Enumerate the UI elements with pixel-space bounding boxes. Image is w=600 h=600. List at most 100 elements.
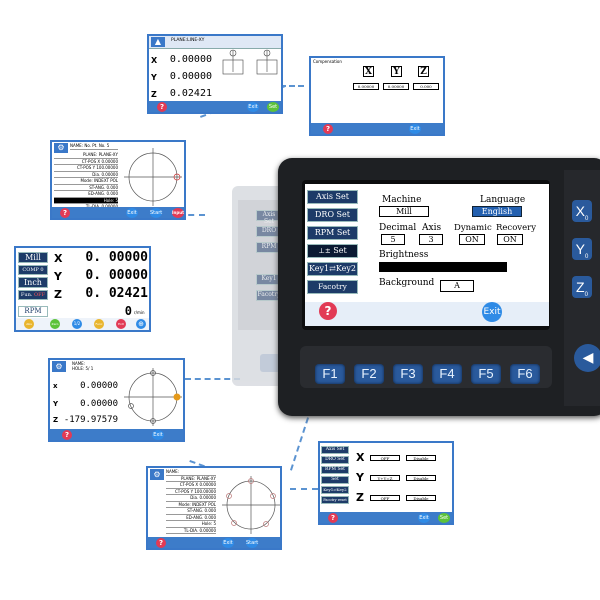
help-icon[interactable]: ? <box>323 124 333 134</box>
target-icon[interactable]: ⊕ <box>136 319 146 329</box>
table-row[interactable]: Hole: 5 <box>166 521 216 528</box>
decimal-value[interactable]: 5 <box>381 234 405 245</box>
language-label: Language <box>480 195 526 205</box>
table-row[interactable]: ST-ANG. 0.000 <box>54 184 118 191</box>
z-axis-key[interactable]: Z0 <box>572 276 592 298</box>
x-axis-key[interactable]: X0 <box>572 200 592 222</box>
as-z-opt2[interactable]: Disable <box>406 495 436 501</box>
comp-value-z[interactable]: 0.000 <box>413 83 439 90</box>
table-row[interactable]: ED-ANG. 0.000 <box>166 515 216 521</box>
table-row[interactable]: Dia. 0.00000 <box>54 172 118 178</box>
gear-icon[interactable]: ⚙ <box>54 143 68 153</box>
mode-rpm[interactable]: RPM <box>18 306 48 317</box>
language-value[interactable]: English <box>472 206 522 217</box>
table-row[interactable]: NAME: <box>166 469 216 476</box>
circle3-start-button[interactable]: Start <box>246 538 259 548</box>
mode-func[interactable]: Fun. OFF <box>18 290 48 300</box>
top-exit-button[interactable]: Exit <box>247 102 259 112</box>
help-icon[interactable]: ? <box>62 430 72 440</box>
table-row[interactable]: Dia. 0.00000 <box>166 495 216 502</box>
x-axis-key-sub: 0 <box>585 215 589 222</box>
gear-icon[interactable]: ⚙ <box>52 361 66 372</box>
table-cell: INDEXT POL <box>94 178 118 183</box>
arrow-left-icon[interactable]: ◀ <box>574 344 600 372</box>
machine-value[interactable]: Mill <box>379 206 429 217</box>
help-icon[interactable]: ? <box>328 513 338 523</box>
background-value[interactable]: A <box>440 280 474 292</box>
circle3-exit-button[interactable]: Exit <box>222 538 234 548</box>
device-menu-factory-reset[interactable]: Facotry reset <box>307 280 358 303</box>
f1-key[interactable]: F1 <box>315 364 345 384</box>
device-menu-set[interactable]: ⊥± Set <box>307 244 358 258</box>
table-row[interactable]: CT-POS Y 100.00000 <box>166 489 216 495</box>
table-row[interactable]: Hole: 5 <box>54 197 118 204</box>
circle1-exit-button[interactable]: Exit <box>126 208 138 218</box>
abs-icon[interactable]: Abs <box>24 319 34 329</box>
help-icon[interactable]: ? <box>60 208 70 218</box>
mode-comp[interactable]: COMP 0 <box>18 265 48 275</box>
table-row[interactable]: TL-DIA. 0.00000 <box>166 528 216 534</box>
comp-value-x[interactable]: 0.00000 <box>353 83 379 90</box>
table-cell: 0.000 <box>106 184 118 190</box>
as-menu-dro-set[interactable]: DRO Set <box>321 456 349 464</box>
circle3-preview <box>222 476 280 534</box>
device-menu-axis-set[interactable]: Axis Set <box>307 190 358 204</box>
table-row[interactable]: CT-POS X 0.00000 <box>166 482 216 489</box>
device-menu-rpm-set[interactable]: RPM Set <box>307 226 358 240</box>
gear-icon[interactable]: ⚙ <box>150 469 164 480</box>
circle1-start-button[interactable]: Start <box>150 208 163 218</box>
f4-key[interactable]: F4 <box>432 364 462 384</box>
top-y-value: 0.00000 <box>169 71 212 82</box>
as-x-opt2[interactable]: Disable <box>406 455 436 461</box>
circle2-exit-button[interactable]: Exit <box>152 430 164 440</box>
dynamic-value[interactable]: ON <box>459 234 485 245</box>
table-row[interactable]: Mode: INDEXT POL <box>54 178 118 185</box>
comp-value-y[interactable]: 0.00000 <box>383 83 409 90</box>
table-row[interactable]: ST-ANG. 0.000 <box>166 508 216 515</box>
f6-key[interactable]: F6 <box>510 364 540 384</box>
as-menu-rpm-set[interactable]: RPM Set <box>321 466 349 474</box>
as-set-button[interactable]: Set <box>438 513 450 523</box>
as-menu-key-swap[interactable]: Key1⇄Key2 <box>321 486 349 494</box>
device-exit-button[interactable]: Exit <box>482 302 502 322</box>
as-z-opt1[interactable]: OFF <box>370 495 400 501</box>
axis-value[interactable]: 3 <box>419 234 443 245</box>
help-icon[interactable]: ? <box>319 302 337 320</box>
recovery-value[interactable]: ON <box>497 234 523 245</box>
help-icon[interactable]: ? <box>156 538 166 548</box>
device-menu-key-swap[interactable]: Key1⇄Key2 <box>307 262 358 276</box>
as-exit-button[interactable]: Exit <box>418 513 430 523</box>
brightness-bar[interactable] <box>379 262 507 272</box>
main-bottom-bar <box>16 318 149 330</box>
f5-key[interactable]: F5 <box>471 364 501 384</box>
f3-key[interactable]: F3 <box>393 364 423 384</box>
table-row[interactable]: Mode: INDEXT POL <box>166 502 216 508</box>
top-set-button[interactable]: Set <box>267 102 279 112</box>
as-y-opt2[interactable]: Disable <box>406 475 436 481</box>
half-icon[interactable]: 1/2 <box>72 319 82 329</box>
circle1-input-button[interactable]: Input <box>172 208 184 218</box>
f2-key[interactable]: F2 <box>354 364 384 384</box>
device-menu-dro-set[interactable]: DRO Set <box>307 208 358 222</box>
table-row[interactable]: ED-ANG. 0.000 <box>54 191 118 198</box>
exit-icon[interactable]: Exit <box>116 319 126 329</box>
table-row[interactable]: PLANE: PLANE-XY <box>54 152 118 159</box>
zero-icon[interactable]: Zero <box>50 319 60 329</box>
table-row[interactable]: CT-POS X 0.00000 <box>54 159 118 165</box>
table-row[interactable]: CT-POS Y 100.00000 <box>54 165 118 172</box>
as-x-opt1[interactable]: OFF <box>370 455 400 461</box>
func-icon[interactable]: Func <box>94 319 104 329</box>
as-menu-axis-set[interactable]: Axis Set <box>321 446 349 454</box>
as-menu-factory-reset[interactable]: Facotry reset <box>321 496 349 504</box>
y-axis-key[interactable]: Y0 <box>572 238 592 260</box>
gear-icon[interactable]: ▲ <box>151 37 165 47</box>
mode-inch[interactable]: Inch <box>18 277 48 288</box>
as-menu-set[interactable]: Set <box>321 476 349 484</box>
circle1-header-cell: 5 <box>106 143 110 148</box>
comp-exit-button[interactable]: Exit <box>409 124 421 134</box>
as-y-opt1[interactable]: Y+Y=Z <box>370 475 400 481</box>
recovery-label: Recovery <box>496 223 537 233</box>
table-row[interactable]: PLANE: PLANE-XY <box>166 476 216 482</box>
help-icon[interactable]: ? <box>157 102 167 112</box>
mode-mill[interactable]: Mill <box>18 252 48 263</box>
